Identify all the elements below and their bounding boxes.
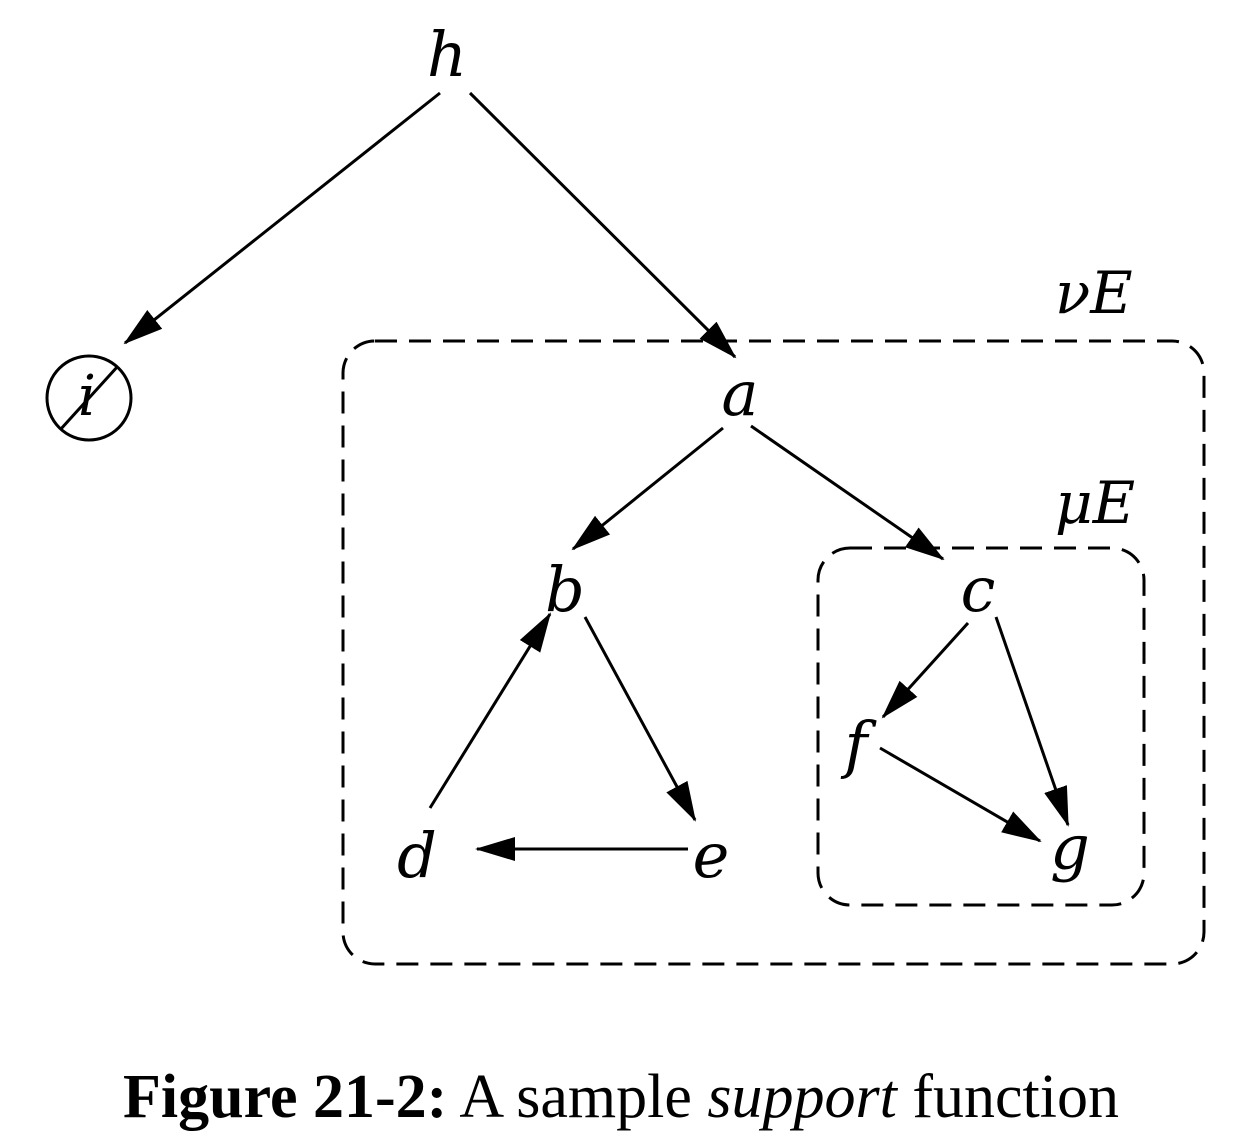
node-i: i — [78, 364, 96, 429]
edge-f-g — [879, 746, 1042, 843]
node-h: h — [427, 18, 467, 91]
figure-caption: Figure 21-2: A sample support function — [0, 1062, 1242, 1133]
edge-c-f — [881, 621, 970, 719]
strike-line-icon — [58, 364, 120, 432]
edge-d-b — [428, 612, 552, 809]
node-d: d — [397, 819, 437, 892]
edge-c-g — [994, 616, 1070, 827]
node-a: a — [722, 357, 759, 430]
node-f: f — [841, 708, 878, 781]
node-g: g — [1050, 811, 1090, 884]
node-i-struck: i — [45, 354, 133, 442]
node-e: e — [693, 819, 730, 892]
region-nu-e — [341, 339, 1206, 966]
node-b: b — [545, 553, 585, 626]
edge-h-i — [123, 91, 441, 345]
caption-text-before: A sample — [459, 1063, 692, 1131]
edge-b-e — [583, 616, 697, 822]
region-mu-e — [816, 546, 1146, 907]
node-c: c — [961, 553, 996, 626]
region-label-nu-e: νE — [1055, 259, 1133, 327]
edge-a-b — [571, 426, 724, 551]
edge-h-a — [468, 91, 737, 359]
strike-circle-icon — [45, 354, 133, 442]
edge-a-c — [750, 424, 945, 561]
support-function-diagram: νE μE h i a b c d e f g — [45, 18, 1206, 966]
region-label-mu-e: μE — [1055, 469, 1135, 537]
caption-text-after: function — [912, 1063, 1119, 1131]
caption-emphasis: support — [707, 1063, 897, 1131]
caption-number: Figure 21-2: — [123, 1063, 448, 1131]
